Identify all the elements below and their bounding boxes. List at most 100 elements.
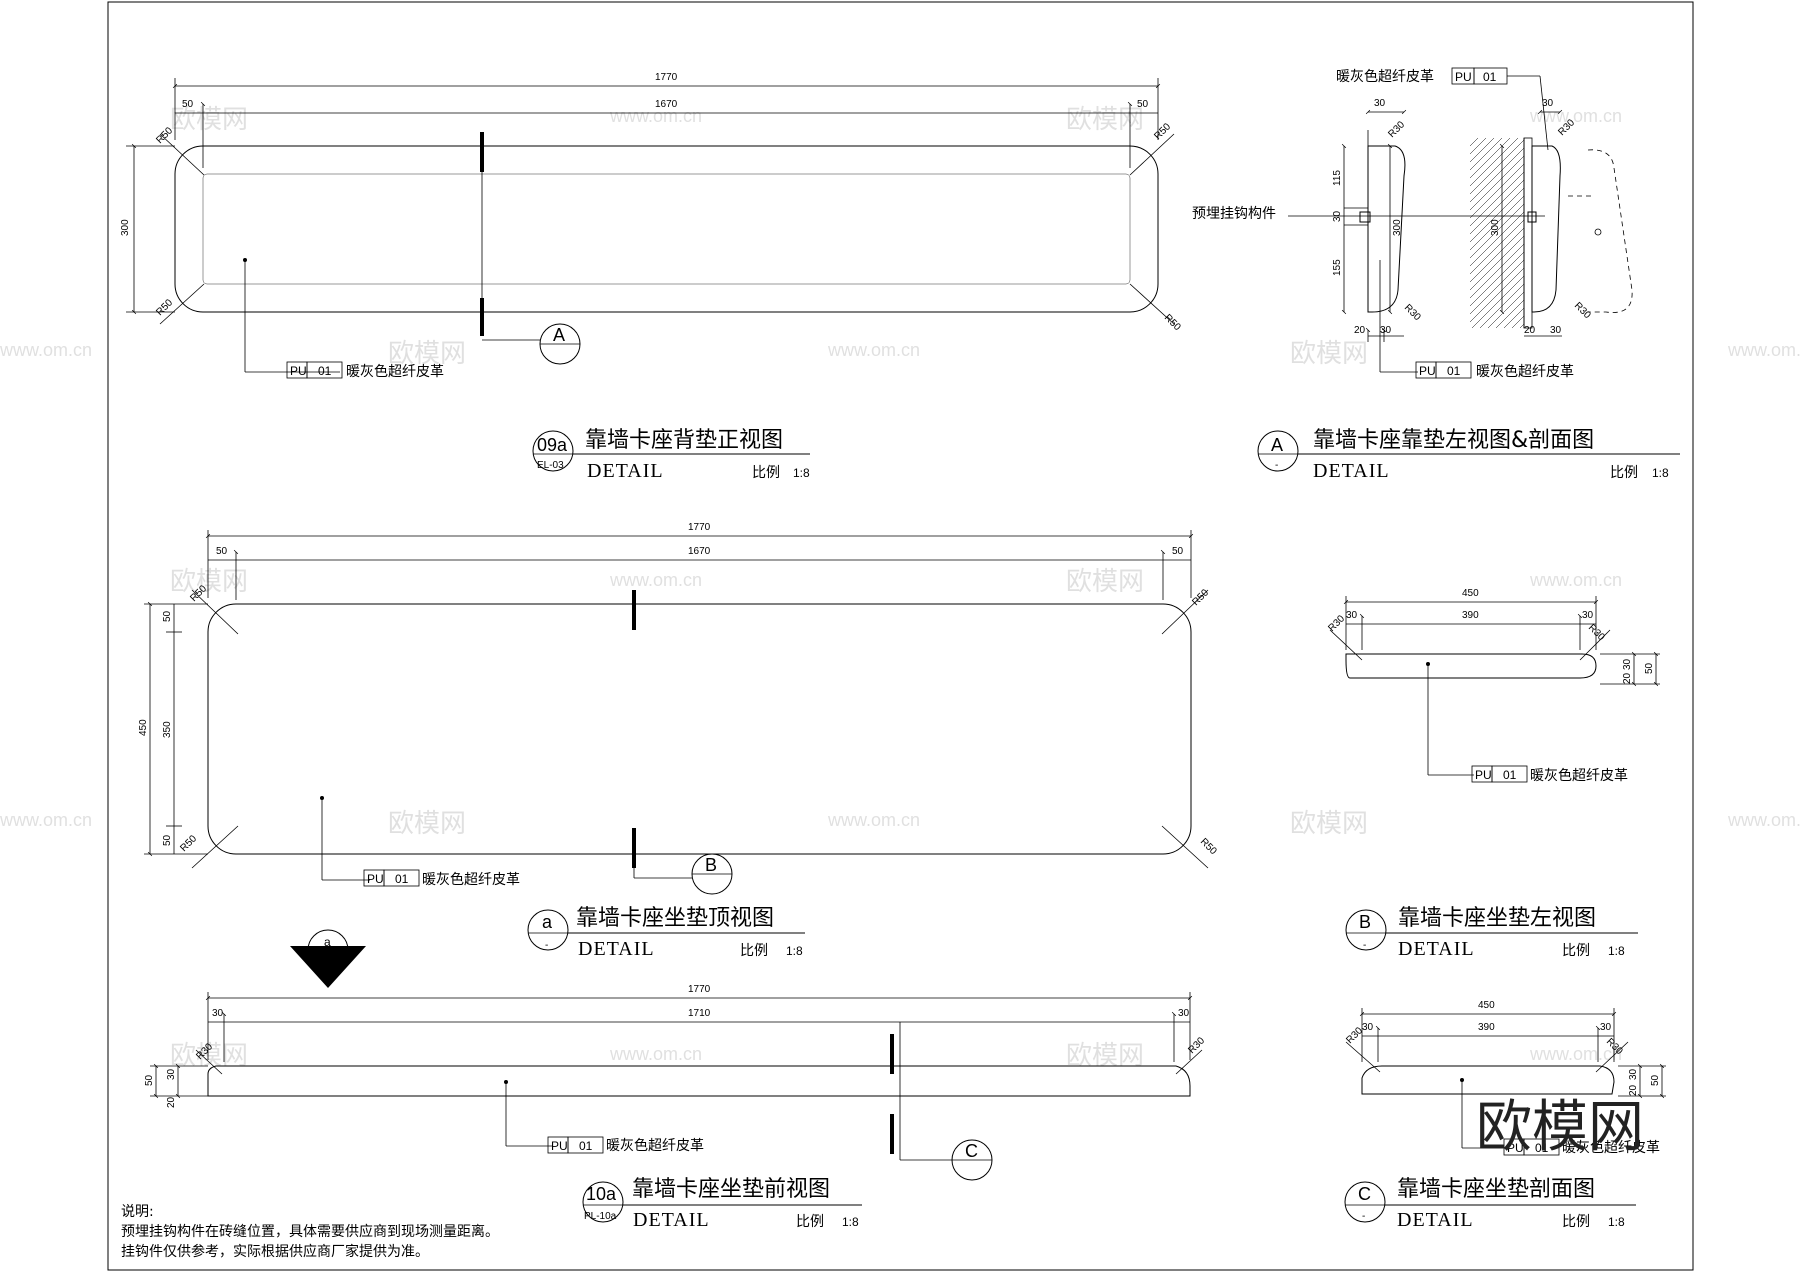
radius-label: R30 bbox=[1572, 300, 1593, 321]
corner-watermark: 欧模网 bbox=[1476, 1095, 1644, 1160]
material-code: PU bbox=[1507, 1141, 1524, 1155]
material-name: 暖灰色超纤皮革 bbox=[422, 871, 520, 888]
watermark-url: www.om.cn bbox=[609, 1044, 702, 1064]
scale-value: 1:8 bbox=[842, 1215, 859, 1229]
seat-cushion-front-view: 1770 1710 30 30 50 30 20 R30 R30 C PU 01… bbox=[144, 984, 1207, 1181]
watermark-url: www.om.cn bbox=[1727, 810, 1800, 830]
dim-overall-width: 1770 bbox=[655, 72, 678, 83]
side-view-cushion bbox=[1367, 145, 1406, 313]
scale-label: 比例 bbox=[796, 1214, 824, 1230]
watermark-url: www.om.cn bbox=[1529, 570, 1622, 590]
section-cushion bbox=[1531, 145, 1561, 313]
seat-cushion-section: 450 390 30 30 30 20 50 R30 R30 PU 01 暖灰色… bbox=[1344, 1000, 1666, 1160]
view-title: 靠墙卡座坐垫顶视图 bbox=[576, 906, 774, 931]
seat-side-cushion bbox=[1345, 653, 1597, 679]
scale-value: 1:8 bbox=[786, 944, 803, 958]
dim-h-bot: 20 bbox=[1628, 1084, 1639, 1096]
dim-inner-width: 1670 bbox=[655, 99, 678, 110]
view-ref: EL-03 bbox=[537, 460, 564, 471]
dim-height: 300 bbox=[1392, 219, 1403, 236]
scale-value: 1:8 bbox=[1652, 466, 1669, 480]
view-id: 10a bbox=[586, 1184, 617, 1204]
watermark-url: www.om.cn bbox=[609, 106, 702, 126]
dim-lower: 155 bbox=[1332, 259, 1343, 276]
material-code: PU bbox=[1455, 70, 1472, 84]
dim-overall: 1770 bbox=[688, 984, 711, 995]
dim-inner: 390 bbox=[1462, 610, 1479, 621]
dim-inner: 390 bbox=[1478, 1022, 1495, 1033]
radius-label: R30 bbox=[1402, 302, 1423, 323]
dim-edge-right: 50 bbox=[1137, 99, 1149, 110]
view-detail: DETAIL bbox=[1397, 1209, 1474, 1231]
material-code: PU bbox=[290, 364, 307, 378]
scale-label: 比例 bbox=[752, 465, 780, 481]
seat-cushion-panel bbox=[207, 603, 1192, 855]
material-name: 暖灰色超纤皮革 bbox=[346, 363, 444, 380]
dim-top: 30 bbox=[1374, 98, 1386, 109]
scale-label: 比例 bbox=[740, 943, 768, 959]
view-title: 靠墙卡座坐垫前视图 bbox=[632, 1177, 830, 1202]
dim-overall-width: 1770 bbox=[688, 522, 711, 533]
elevation-marker-a: a - bbox=[290, 929, 366, 988]
dim-edge-left: 50 bbox=[216, 546, 228, 557]
watermark-url: www.om.cn bbox=[0, 340, 92, 360]
watermark-url: www.om.cn bbox=[1529, 1044, 1622, 1064]
dim-edge-left: 30 bbox=[212, 1008, 224, 1019]
scale-value: 1:8 bbox=[1608, 1215, 1625, 1229]
notes-line2: 挂钩件仅供参考，实际根据供应商厂家提供为准。 bbox=[121, 1243, 429, 1260]
radius-label: R30 bbox=[1586, 622, 1607, 643]
dim-bottom-right: 20 bbox=[1524, 325, 1536, 336]
dim-h-total: 50 bbox=[1644, 662, 1655, 674]
view-ref: PL-10a bbox=[584, 1211, 617, 1222]
seat-section-cushion bbox=[1361, 1065, 1615, 1095]
dim-h-total: 50 bbox=[144, 1074, 155, 1086]
section-marker-C-label: C bbox=[965, 1141, 978, 1161]
dim-bottom-mid: 30 bbox=[1380, 325, 1392, 336]
material-code: PU bbox=[551, 1139, 568, 1153]
watermark-url: www.om.cn bbox=[609, 570, 702, 590]
dim-edge-top: 50 bbox=[162, 610, 173, 622]
watermark-brand: 欧模网 bbox=[1290, 809, 1368, 839]
scale-label: 比例 bbox=[1562, 943, 1590, 959]
radius-label: R50 bbox=[154, 297, 175, 318]
dim-h-top: 30 bbox=[166, 1068, 177, 1080]
material-name: 暖灰色超纤皮革 bbox=[1530, 767, 1628, 784]
dim-edge-left: 30 bbox=[1346, 610, 1358, 621]
view-title-block: C - 靠墙卡座坐垫剖面图 DETAIL 比例 1:8 bbox=[1344, 1177, 1636, 1231]
back-cushion-inner-outline bbox=[202, 173, 1131, 285]
radius-label: R50 bbox=[1190, 587, 1211, 608]
dim-edge-right: 30 bbox=[1582, 610, 1594, 621]
sheet-border bbox=[107, 1, 1694, 1271]
view-title-block: 09a EL-03 靠墙卡座背垫正视图 DETAIL 比例 1:8 bbox=[532, 428, 810, 482]
dim-edge-bottom: 50 bbox=[162, 834, 173, 846]
view-ref: - bbox=[545, 940, 548, 951]
dim-height: 300 bbox=[120, 219, 131, 236]
view-id: 09a bbox=[537, 435, 568, 455]
section-marker-B-label: B bbox=[705, 855, 717, 875]
dim-h-bot: 20 bbox=[166, 1096, 177, 1108]
dim-overall: 450 bbox=[1462, 588, 1479, 599]
view-title-block: B - 靠墙卡座坐垫左视图 DETAIL 比例 1:8 bbox=[1345, 906, 1638, 960]
section-marker-A-label: A bbox=[553, 325, 565, 345]
material-code: PU bbox=[1475, 768, 1492, 782]
dim-bottom-right2: 30 bbox=[1550, 325, 1562, 336]
radius-label: R50 bbox=[1198, 836, 1219, 857]
radius-label: R30 bbox=[1326, 613, 1347, 634]
view-title: 靠墙卡座背垫正视图 bbox=[585, 428, 783, 453]
dim-edge-right: 30 bbox=[1600, 1022, 1612, 1033]
notes-heading: 说明: bbox=[121, 1204, 154, 1220]
embedded-hook bbox=[1359, 211, 1371, 223]
view-detail: DETAIL bbox=[633, 1209, 710, 1231]
view-title: 靠墙卡座坐垫剖面图 bbox=[1397, 1177, 1595, 1202]
material-name: 暖灰色超纤皮革 bbox=[606, 1137, 704, 1154]
view-id: B bbox=[1359, 912, 1371, 932]
wall-section bbox=[1470, 138, 1524, 328]
dim-inner-width: 1670 bbox=[688, 546, 711, 557]
watermark-brand: 欧模网 bbox=[1290, 339, 1368, 369]
seat-cushion-left-view: 450 390 30 30 30 20 50 R30 R30 PU 01 暖灰色… bbox=[1326, 588, 1660, 784]
watermarks: 欧模网 www.om.cn 欧模网 www.om.cn www.om.cn 欧模… bbox=[0, 105, 1800, 1071]
notes-line1: 预埋挂钩构件在砖缝位置，具体需要供应商到现场测量距离。 bbox=[121, 1223, 499, 1240]
view-ref: - bbox=[1275, 460, 1278, 471]
radius-label: R50 bbox=[178, 833, 199, 854]
